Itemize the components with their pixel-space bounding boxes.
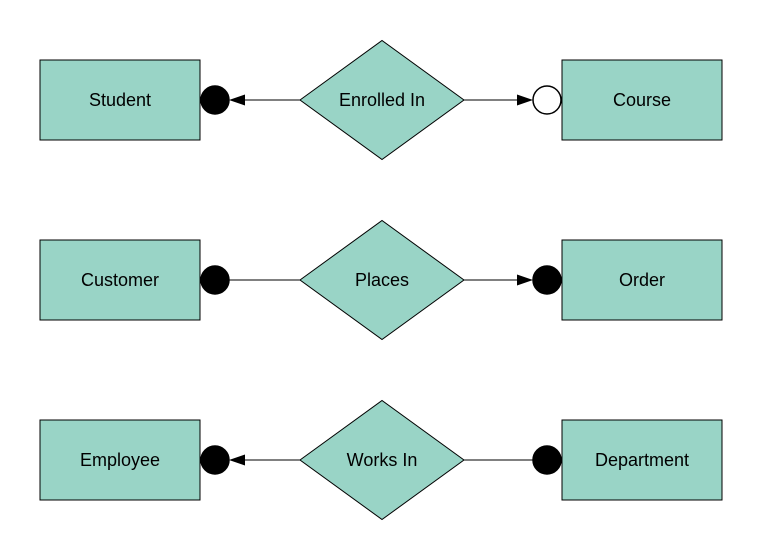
terminator-circle-left [200,85,230,115]
terminator-circle-right [532,445,562,475]
er-row-2: Customer Places Order [39,219,723,341]
entity-box-left [39,419,201,501]
entity-label-right: Department [595,450,689,470]
er-row-3: Employee Works In Department [39,399,723,521]
entity-label-left: Customer [81,270,159,290]
relationship-label: Enrolled In [339,90,425,110]
relationship-label: Places [355,270,409,290]
entity-label-left: Student [89,90,151,110]
entity-box-left [39,239,201,321]
terminator-circle-left [200,445,230,475]
er-row-1: Student Enrolled In Course [39,39,723,161]
arrowhead-right-icon [517,274,533,286]
terminator-circle-left [200,265,230,295]
entity-box-right [561,59,723,141]
entity-box-right [561,239,723,321]
relationship-label: Works In [347,450,418,470]
arrowhead-left-icon [229,454,245,466]
entity-label-right: Order [619,270,665,290]
entity-box-right [561,419,723,501]
entity-label-left: Employee [80,450,160,470]
terminator-circle-right [532,85,562,115]
arrowhead-left-icon [229,94,245,106]
terminator-circle-right [532,265,562,295]
entity-box-left [39,59,201,141]
arrowhead-right-icon [517,94,533,106]
entity-label-right: Course [613,90,671,110]
